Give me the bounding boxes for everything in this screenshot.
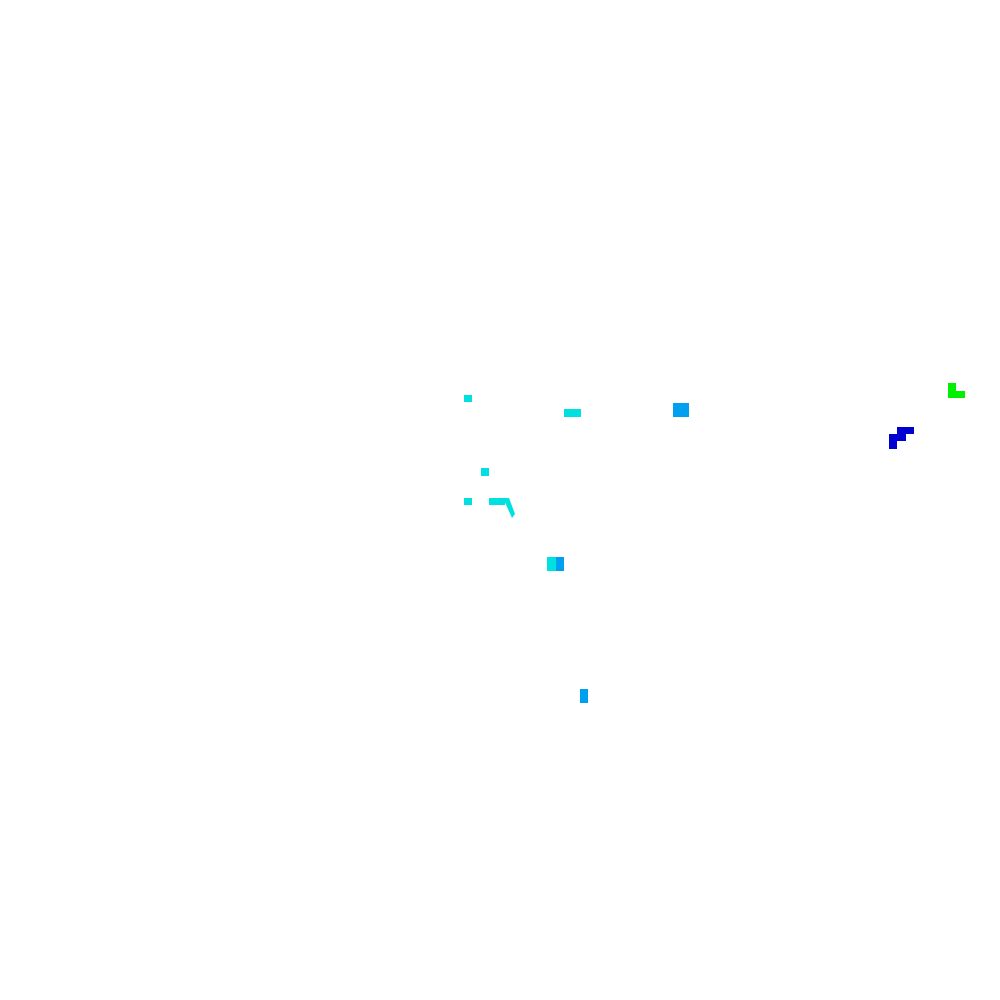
cyan-mark [489, 498, 505, 505]
dark-blue-mark [889, 441, 897, 449]
light-blue-mark [556, 557, 564, 571]
light-blue-cluster [556, 403, 689, 703]
green-mark [948, 383, 956, 391]
cyan-mark [503, 498, 515, 518]
light-blue-mark [580, 689, 588, 703]
light-blue-mark [673, 403, 689, 417]
cyan-mark [464, 395, 472, 402]
green-cluster [948, 383, 965, 398]
green-mark [948, 391, 965, 398]
cyan-cluster [464, 395, 581, 571]
dark-blue-mark [897, 427, 914, 434]
cyan-mark [547, 557, 556, 571]
dark-blue-mark [889, 434, 906, 441]
dark-blue-cluster [889, 427, 914, 449]
cyan-mark [481, 468, 489, 476]
cyan-mark [464, 498, 472, 505]
cyan-mark [564, 409, 581, 417]
